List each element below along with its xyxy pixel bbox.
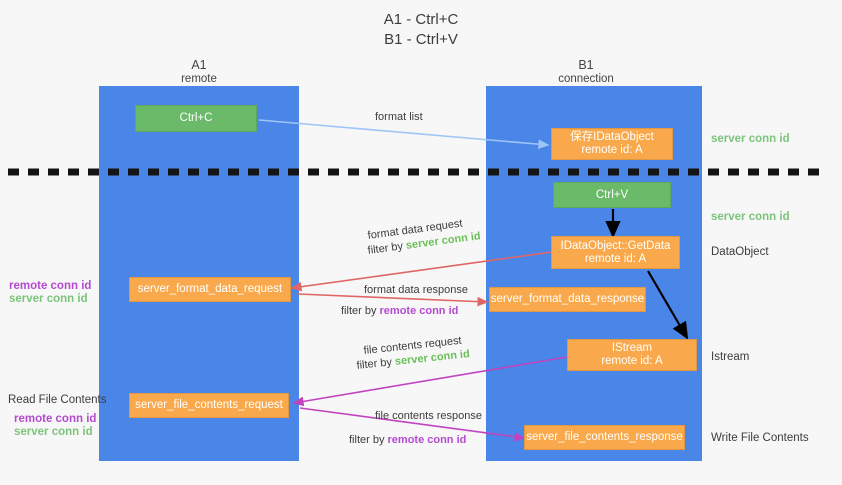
box-ctrl-c-label: Ctrl+C <box>179 112 213 124</box>
right-label-dataobject: DataObject <box>711 246 769 258</box>
annotation-file-contents-response-filter: filter by remote conn id <box>349 434 466 446</box>
annotation-file-contents-response: file contents response <box>375 410 483 422</box>
box-server-format-data-request[interactable]: server_format_data_request <box>129 277 291 302</box>
annotation-format-list: format list <box>375 111 423 123</box>
left-label-remote-conn-id-1: remote conn id <box>9 280 92 292</box>
box-idataobject-getdata[interactable]: IDataObject::GetData remote id: A <box>551 236 680 269</box>
box-server-file-contents-request[interactable]: server_file_contents_request <box>129 393 289 418</box>
right-label-istream: Istream <box>711 351 750 363</box>
box-save-idataobject-line1: 保存IDataObject <box>570 131 654 143</box>
box-server-format-data-response-label: server_format_data_response <box>490 293 645 305</box>
left-label-remote-conn-id-2: remote conn id <box>14 413 97 425</box>
box-save-idataobject-line2: remote id: A <box>581 144 643 156</box>
page-title: A1 - Ctrl+C B1 - Ctrl+V <box>0 10 842 50</box>
box-istream-line1: IStream <box>611 342 653 354</box>
column-header-a1: A1 remote <box>99 58 299 86</box>
filter-prefix: filter by <box>349 434 388 446</box>
dashed-divider <box>8 168 826 176</box>
column-header-a1-sub: remote <box>181 73 217 85</box>
left-label-server-conn-id-1: server conn id <box>9 293 88 305</box>
annotation-format-data-response-filter: filter by remote conn id <box>341 305 458 317</box>
right-label-write-file-contents: Write File Contents <box>711 432 809 444</box>
left-label-read-file-contents: Read File Contents <box>8 394 107 406</box>
box-server-file-contents-request-label: server_file_contents_request <box>135 399 283 411</box>
box-istream-line2: remote id: A <box>601 355 663 367</box>
annotation-format-data-response: format data response <box>364 284 468 296</box>
box-server-file-contents-response-label: server_file_contents_response <box>526 431 683 443</box>
filter-prefix: filter by <box>356 355 396 372</box>
box-ctrl-v[interactable]: Ctrl+V <box>553 182 671 208</box>
box-server-format-data-request-label: server_format_data_request <box>137 283 283 295</box>
box-ctrl-v-label: Ctrl+V <box>595 188 629 201</box>
box-idataobject-getdata-line1: IDataObject::GetData <box>560 239 671 252</box>
column-header-a1-name: A1 <box>191 58 207 72</box>
box-server-file-contents-response[interactable]: server_file_contents_response <box>524 425 685 450</box>
filter-key-remote-conn-id: remote conn id <box>387 434 467 446</box>
column-header-b1-sub: connection <box>558 73 614 85</box>
box-istream[interactable]: IStream remote id: A <box>567 339 697 371</box>
filter-prefix: filter by <box>341 305 380 317</box>
box-idataobject-getdata-line2: remote id: A <box>584 252 647 265</box>
title-line-2: B1 - Ctrl+V <box>384 31 458 48</box>
right-label-server-conn-id-mid: server conn id <box>711 211 790 223</box>
column-header-b1-name: B1 <box>578 58 594 72</box>
right-label-server-conn-id-top: server conn id <box>711 133 790 145</box>
title-line-1: A1 - Ctrl+C <box>383 11 459 28</box>
filter-prefix: filter by <box>367 239 407 257</box>
filter-key-remote-conn-id: remote conn id <box>379 305 459 317</box>
box-ctrl-c[interactable]: Ctrl+C <box>135 105 257 132</box>
box-server-format-data-response[interactable]: server_format_data_response <box>489 287 646 312</box>
column-header-b1: B1 connection <box>486 58 686 86</box>
left-label-server-conn-id-2: server conn id <box>14 426 93 438</box>
box-save-idataobject[interactable]: 保存IDataObject remote id: A <box>551 128 673 160</box>
